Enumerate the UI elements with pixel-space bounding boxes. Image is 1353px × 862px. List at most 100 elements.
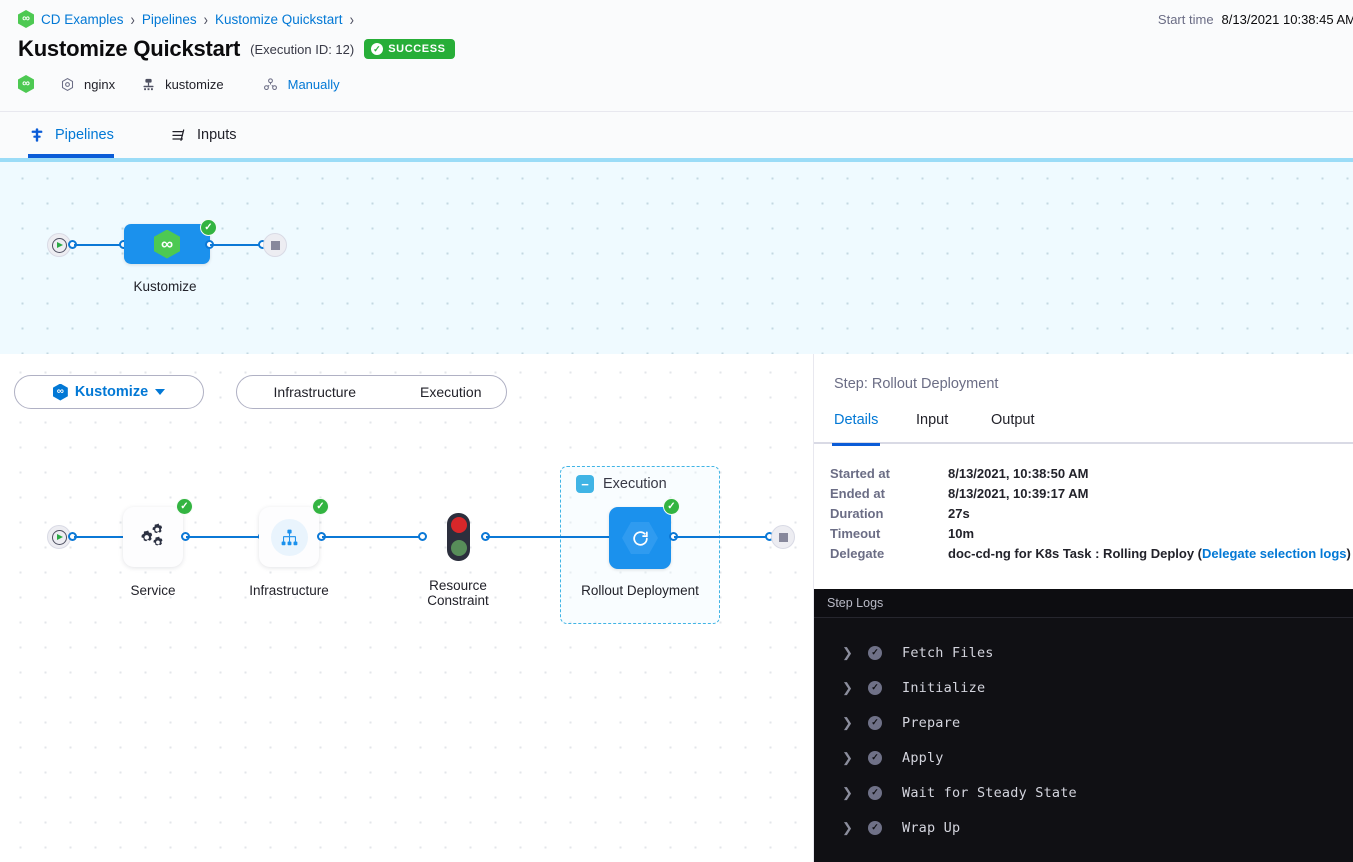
meta-item-harness: ∞ (18, 75, 34, 93)
start-icon (51, 237, 67, 253)
status-tick-icon: ✓ (312, 498, 329, 515)
pipeline-stage-kustomize[interactable]: ∞ (124, 224, 210, 264)
detail-row-duration: Duration 27s (830, 504, 1351, 524)
detail-row-ended-at: Ended at 8/13/2021, 10:39:17 AM (830, 484, 1351, 504)
start-icon (51, 529, 67, 545)
page-header: ∞ CD Examples › Pipelines › Kustomize Qu… (0, 0, 1353, 112)
detail-value: 10m (948, 526, 975, 541)
log-row-label: Wait for Steady State (902, 784, 1077, 801)
status-check-icon: ✓ (868, 820, 882, 835)
execution-group-title: Execution (603, 476, 667, 492)
status-check-icon: ✓ (868, 785, 882, 800)
connector-line (74, 535, 124, 538)
tab-inputs-label: Inputs (197, 127, 237, 143)
connector-line (186, 535, 261, 538)
start-time-label: Start time (1157, 12, 1214, 27)
pipeline-end-node[interactable] (263, 233, 287, 257)
stop-icon (778, 532, 788, 542)
breadcrumb-item-kustomize-quickstart[interactable]: Kustomize Quickstart (215, 11, 343, 27)
step-details-rows: Started at 8/13/2021, 10:38:50 AM Ended … (830, 464, 1351, 564)
detail-value-suffix: ) (1346, 546, 1351, 561)
connector-dot (418, 532, 427, 541)
step-node-rollout-deployment[interactable] (609, 507, 671, 569)
step-logs-title: Step Logs (814, 589, 1353, 618)
tab-inputs[interactable]: Inputs (170, 112, 237, 158)
start-time-value: 8/13/2021 10:38:45 AM (1221, 12, 1353, 27)
execution-group-header[interactable]: − Execution (576, 475, 667, 493)
collapse-icon[interactable]: − (576, 475, 594, 493)
main-tabs: Pipelines Inputs (0, 112, 1353, 158)
check-icon: ✓ (371, 43, 384, 55)
step-label-service: Service (130, 583, 176, 598)
step-label-resource-constraint: Resource Constraint (427, 578, 489, 608)
log-row[interactable]: ❯ ✓ Fetch Files (814, 635, 1353, 670)
detail-value: 27s (948, 506, 970, 521)
step-node-resource-constraint[interactable] (447, 513, 470, 561)
connector-line (674, 535, 767, 538)
inputs-icon (170, 126, 188, 144)
stage-section-tabs[interactable]: Infrastructure Execution (236, 375, 507, 409)
tab-pipelines-label: Pipelines (55, 127, 114, 143)
detail-key: Delegate (830, 546, 885, 561)
log-row-label: Fetch Files (902, 644, 994, 661)
meta-trigger-label[interactable]: Manually (287, 76, 340, 92)
detail-row-delegate: Delegate doc-cd-ng for K8s Task : Rollin… (830, 544, 1351, 564)
breadcrumb-item-pipelines[interactable]: Pipelines (141, 11, 197, 27)
step-label-infrastructure: Infrastructure (249, 583, 329, 598)
page-title: Kustomize Quickstart (18, 36, 241, 61)
log-row-label: Wrap Up (902, 819, 961, 836)
traffic-light-red-icon (450, 517, 467, 533)
execution-id-label: (Execution ID: 12) (250, 41, 355, 57)
log-row[interactable]: ❯ ✓ Apply (814, 740, 1353, 775)
service-icon (58, 75, 76, 93)
chevron-right-icon: › (130, 9, 135, 29)
log-row[interactable]: ❯ ✓ Prepare (814, 705, 1353, 740)
detail-value: 8/13/2021, 10:39:17 AM (948, 486, 1089, 501)
pipeline-graph-canvas[interactable]: ∞ ✓ Kustomize (0, 158, 1353, 354)
harness-hex-icon: ∞ (18, 10, 34, 28)
log-row[interactable]: ❯ ✓ Wait for Steady State (814, 775, 1353, 810)
status-tick-icon: ✓ (663, 498, 680, 515)
meta-item-service: nginx (58, 75, 115, 93)
breadcrumb-item-cd-examples[interactable]: CD Examples (41, 11, 124, 27)
chevron-right-icon[interactable]: ❯ (842, 819, 853, 835)
delegate-selection-logs-link[interactable]: Delegate selection logs (1202, 546, 1347, 561)
breadcrumb: ∞ CD Examples › Pipelines › Kustomize Qu… (18, 10, 354, 28)
stage-graph-canvas[interactable] (0, 354, 814, 862)
detail-value-text: doc-cd-ng for K8s Task : Rolling Deploy … (948, 546, 1202, 561)
detail-key: Started at (830, 466, 890, 481)
stage-tab-infrastructure[interactable]: Infrastructure (273, 384, 356, 400)
detail-value: 8/13/2021, 10:38:50 AM (948, 466, 1089, 481)
stage-end-node[interactable] (771, 525, 795, 549)
title-row: Kustomize Quickstart (Execution ID: 12) … (18, 36, 455, 62)
step-node-service[interactable] (123, 507, 183, 567)
detail-key: Ended at (830, 486, 885, 501)
chevron-right-icon[interactable]: ❯ (842, 784, 853, 800)
pipeline-icon (28, 126, 46, 144)
detail-key: Duration (830, 506, 884, 521)
step-node-infrastructure[interactable] (259, 507, 319, 567)
chevron-right-icon[interactable]: ❯ (842, 644, 853, 660)
stage-tab-execution[interactable]: Execution (420, 384, 482, 400)
tab-pipelines[interactable]: Pipelines (28, 112, 114, 158)
meta-item-deployment-type: kustomize (139, 75, 224, 93)
chevron-right-icon[interactable]: ❯ (842, 749, 853, 765)
log-row-label: Apply (902, 749, 944, 766)
service-gears-icon (137, 519, 169, 556)
deployment-type-icon (139, 75, 157, 93)
step-label-rollout-deployment: Rollout Deployment (581, 583, 699, 598)
step-details-tabs: Details Input Output (814, 412, 1353, 446)
stage-selector-dropdown[interactable]: ∞ Kustomize (14, 375, 204, 409)
tab-input[interactable]: Input (916, 412, 949, 428)
log-row[interactable]: ❯ ✓ Initialize (814, 670, 1353, 705)
stage-start-node[interactable] (47, 525, 71, 549)
meta-item-trigger[interactable]: Manually (262, 75, 340, 93)
tab-details[interactable]: Details (831, 412, 881, 446)
tab-output[interactable]: Output (991, 412, 1035, 428)
chevron-right-icon[interactable]: ❯ (842, 714, 853, 730)
log-row[interactable]: ❯ ✓ Wrap Up (814, 810, 1353, 845)
chevron-right-icon[interactable]: ❯ (842, 679, 853, 695)
start-time: Start time 8/13/2021 10:38:45 AM (1158, 12, 1353, 27)
rollout-icon (622, 522, 658, 554)
